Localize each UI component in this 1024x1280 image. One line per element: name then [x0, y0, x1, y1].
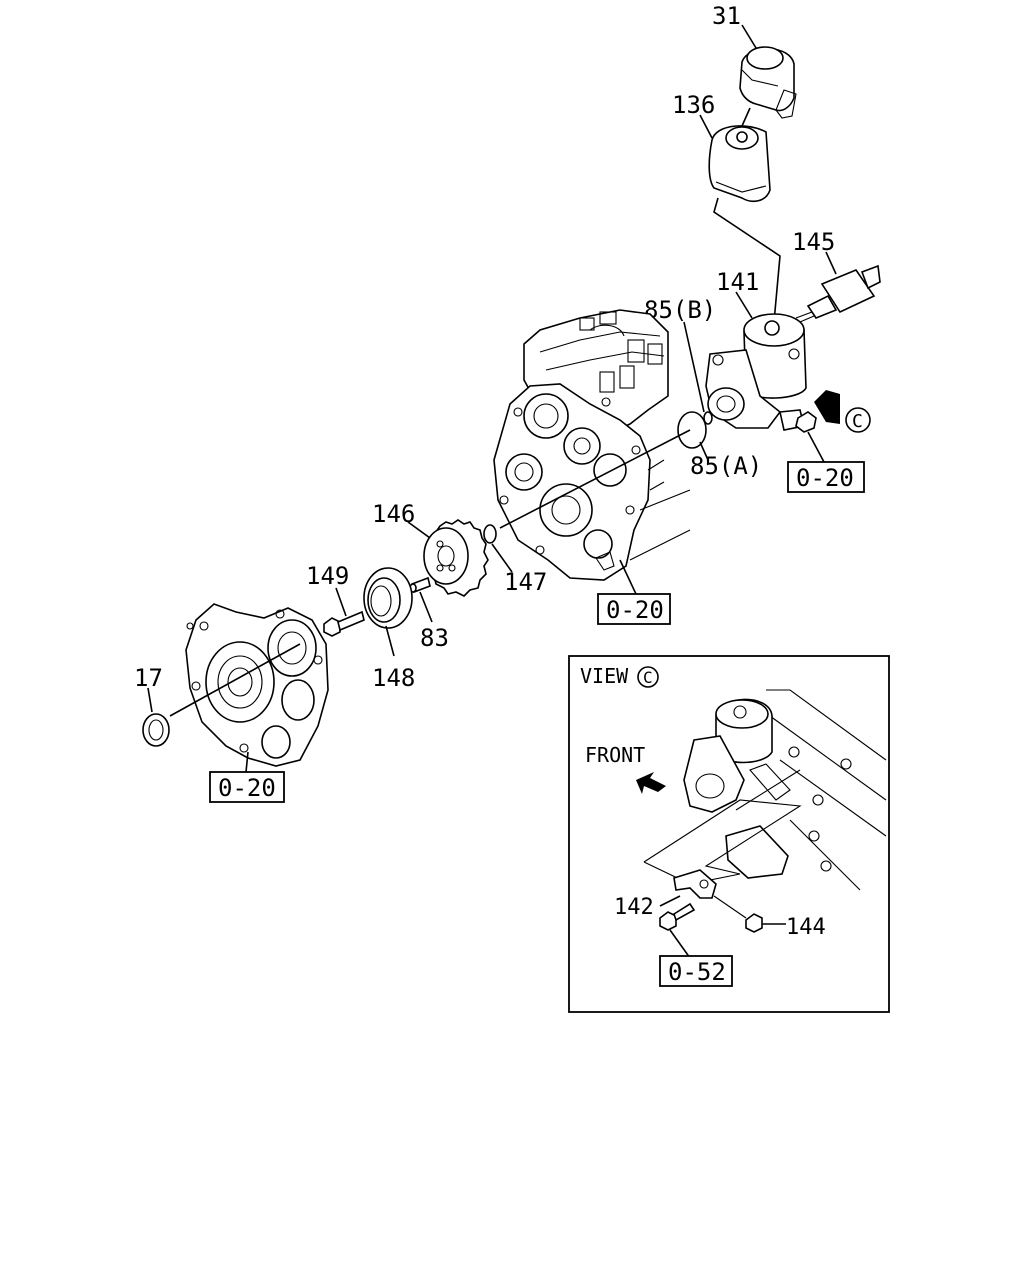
- label-145: 145: [792, 228, 835, 256]
- view-c-inset: VIEW C FRONT 142: [568, 655, 890, 1013]
- ref-box-view-text: 0-52: [668, 958, 726, 986]
- view-c-title-circle: [637, 666, 659, 688]
- part-141-pump: [705, 313, 807, 431]
- label-85a: 85(A): [690, 452, 762, 480]
- label-144: 144: [786, 915, 826, 940]
- label-147: 147: [504, 568, 547, 596]
- ref-box-cover-text: 0-20: [218, 774, 276, 802]
- front-arrow-icon: [636, 772, 666, 794]
- part-136-housing: [708, 107, 771, 203]
- view-c-title: VIEW: [580, 664, 629, 688]
- ref-box-view: [659, 955, 733, 987]
- ref-box-cover: [209, 771, 285, 803]
- part-148-seal: [363, 567, 413, 629]
- ref-box-pump-text: 0-20: [796, 464, 854, 492]
- label-17: 17: [134, 664, 163, 692]
- label-142: 142: [614, 895, 654, 920]
- front-cover: [185, 603, 329, 767]
- label-148: 148: [372, 664, 415, 692]
- part-83-pin: [409, 576, 431, 594]
- part-145-sensor: [795, 251, 881, 323]
- part-147-oring: [483, 524, 497, 544]
- part-85a-oring: [677, 411, 707, 449]
- view-c-marker-circle: [845, 407, 871, 433]
- part-149-bolt: [323, 610, 365, 637]
- part-85b-oring: [703, 411, 713, 425]
- ref-box-block-text: 0-20: [606, 596, 664, 624]
- ref-box-pump: [787, 461, 865, 493]
- view-c-marker-letter: C: [852, 411, 863, 432]
- label-141: 141: [716, 268, 759, 296]
- ref-box-block: [597, 593, 671, 625]
- view-c-arrow: [814, 390, 840, 424]
- view-c-front-label: FRONT: [585, 743, 645, 767]
- view-c-title-letter: C: [643, 668, 653, 687]
- part-17-seal: [142, 713, 170, 747]
- engine-block: [493, 309, 691, 581]
- label-136: 136: [672, 91, 715, 119]
- label-31: 31: [712, 2, 741, 30]
- label-146: 146: [372, 500, 415, 528]
- label-149: 149: [306, 562, 349, 590]
- part-146-gear: [423, 519, 489, 597]
- label-83: 83: [420, 624, 449, 652]
- part-31-cap: [739, 46, 797, 119]
